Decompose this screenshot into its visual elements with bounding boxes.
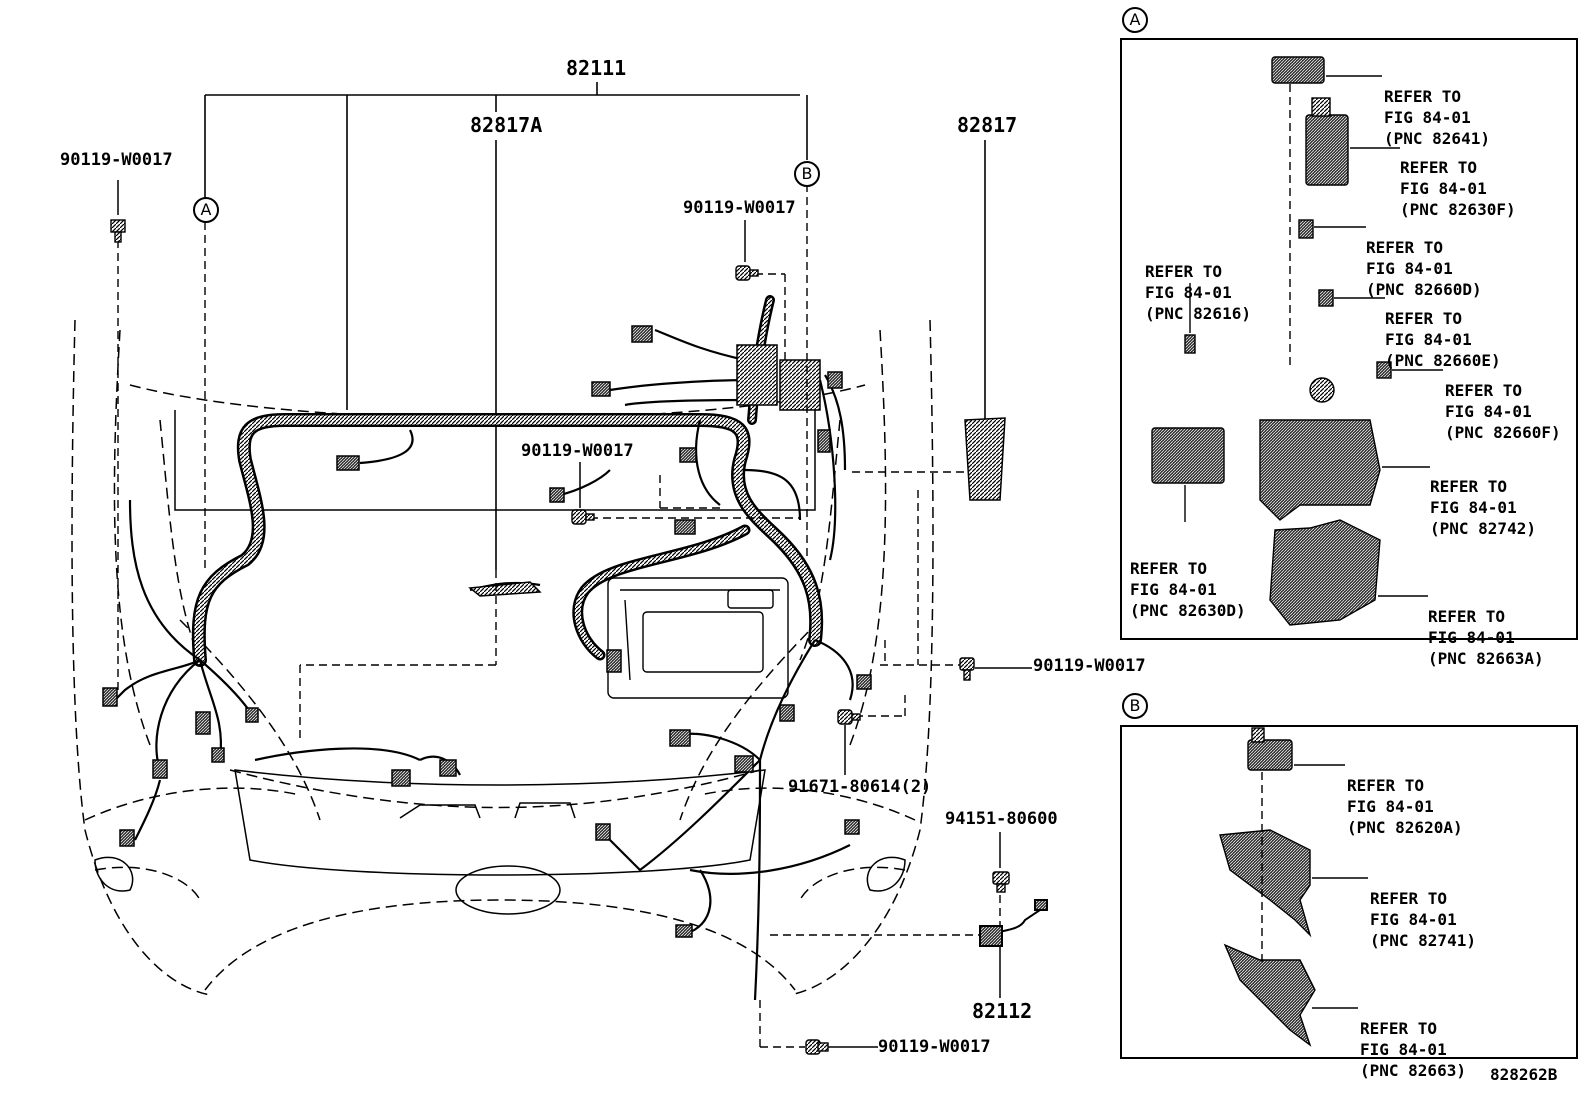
bolt-icons	[110, 219, 1010, 1055]
nut-label: 94151-80600	[945, 809, 1058, 829]
harness-trunk	[191, 295, 824, 667]
engine-ecu-outline	[607, 577, 789, 699]
bolt-top-left-label: 90119-W0017	[60, 150, 173, 170]
part-82817a-label: 82817A	[470, 113, 543, 137]
panel-a	[1120, 38, 1578, 640]
clip-icon	[837, 709, 861, 725]
panel-b	[1120, 725, 1578, 1059]
bolt-top-left-icon	[110, 219, 126, 243]
connectors	[102, 325, 1006, 938]
panel-b-leaders	[1294, 764, 1368, 1009]
bolt-right-icon	[959, 657, 975, 681]
bolt-bottom-icon	[805, 1039, 829, 1055]
bolt-right-label: 90119-W0017	[1033, 656, 1146, 676]
clip-label: 91671-80614(2)	[788, 777, 932, 797]
fastener-leaders	[117, 184, 1001, 1048]
panel-a-leaders	[1184, 75, 1443, 597]
vehicle-body-lines	[94, 410, 906, 915]
bolt-bottom-label: 90119-W0017	[878, 1037, 991, 1057]
part-82111-label: 82111	[566, 56, 627, 80]
label-leaders	[117, 180, 1032, 1048]
panel-a-components	[1151, 56, 1392, 626]
figure-code: 828262B	[1490, 1065, 1558, 1084]
callout-a: A	[193, 197, 219, 223]
panel-b-components	[1219, 727, 1316, 1047]
harness-82112	[979, 899, 1048, 947]
bolt-center-icon	[571, 509, 595, 525]
bolt-center-label: 90119-W0017	[521, 441, 634, 461]
panel-a-title: A	[1122, 7, 1148, 33]
callout-b: B	[794, 161, 820, 187]
part-82817-label: 82817	[957, 113, 1018, 137]
bolt-top-center-icon	[735, 265, 759, 281]
part-82112-label: 82112	[972, 999, 1033, 1023]
main-harness-leader	[204, 82, 986, 570]
panel-b-title: B	[1122, 693, 1148, 719]
nut-icon	[992, 871, 1010, 893]
bolt-top-center-label: 90119-W0017	[683, 198, 796, 218]
